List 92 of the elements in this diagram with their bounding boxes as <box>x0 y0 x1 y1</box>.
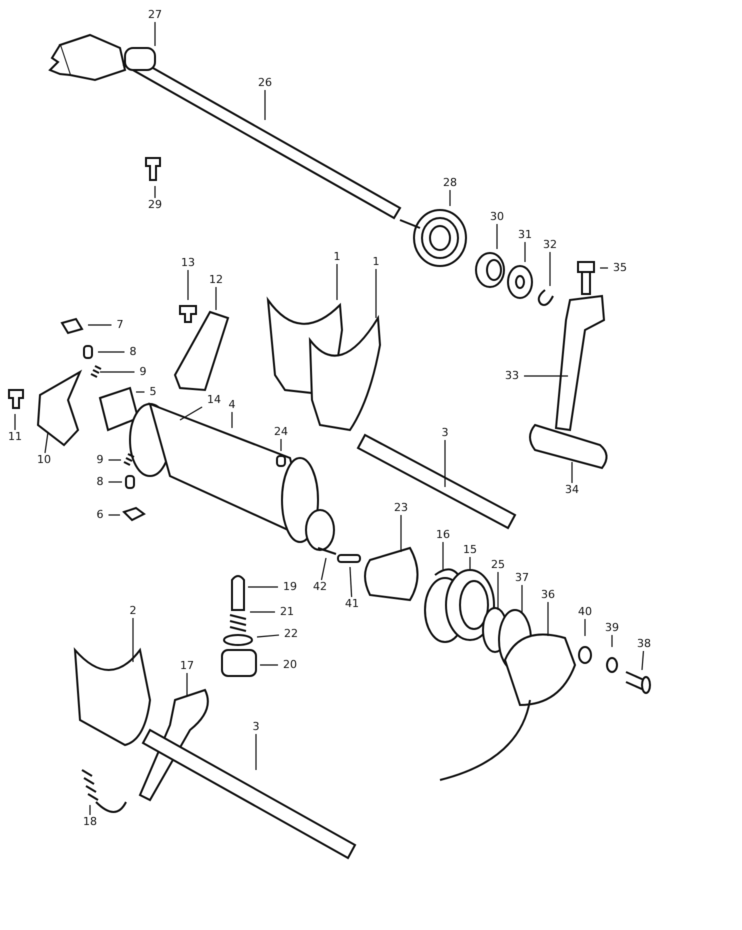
callout-number: 22 <box>284 628 298 640</box>
leader-line <box>524 375 568 377</box>
leader-line <box>549 252 551 286</box>
callout-number: 3 <box>442 427 448 439</box>
callout-number: 37 <box>515 572 529 584</box>
leader-line <box>215 287 217 310</box>
callout-number: 11 <box>8 431 22 443</box>
callout-number: 31 <box>518 229 532 241</box>
callout-number: 40 <box>578 606 592 618</box>
leader-line <box>497 572 499 610</box>
leader-line <box>496 224 498 249</box>
callout-number: 8 <box>96 476 104 488</box>
callout-number: 21 <box>280 606 294 618</box>
callout-number: 26 <box>258 77 272 89</box>
leader-line <box>444 440 446 487</box>
callout-number: 17 <box>180 660 194 672</box>
leader-line <box>154 186 156 198</box>
callout-number: 19 <box>283 581 297 593</box>
callout-number: 12 <box>209 274 223 286</box>
leader-line <box>100 371 134 373</box>
callout-number: 6 <box>96 509 104 521</box>
callout-number: 3 <box>252 721 260 733</box>
callout-number: 20 <box>283 659 297 671</box>
callout-number: 24 <box>274 426 288 438</box>
leader-line <box>375 269 377 318</box>
callout-number: 4 <box>228 399 236 411</box>
callout-number: 36 <box>541 589 555 601</box>
leader-line <box>521 585 523 612</box>
callout-number: 7 <box>116 319 124 331</box>
callout-number: 15 <box>463 544 477 556</box>
leader-line <box>349 566 352 598</box>
callout-number: 9 <box>96 454 104 466</box>
leader-line <box>186 673 188 696</box>
callout-number: 35 <box>613 262 627 274</box>
leader-line <box>108 481 122 483</box>
callout-number: 1 <box>372 256 380 268</box>
leader-line <box>256 634 280 638</box>
leader-line <box>14 414 16 430</box>
callout-number: 10 <box>37 454 51 466</box>
leader-line <box>248 586 278 588</box>
leader-line <box>584 619 586 636</box>
leader-line <box>336 264 338 300</box>
leader-line <box>571 462 573 483</box>
leader-line <box>442 542 444 570</box>
leader-line <box>320 558 327 580</box>
leader-line <box>611 635 613 647</box>
leader-line <box>250 611 275 613</box>
leader-line <box>180 406 202 421</box>
callout-number: 41 <box>345 598 359 610</box>
callout-number: 1 <box>334 251 340 263</box>
callout-number: 13 <box>181 257 195 269</box>
callout-number: 42 <box>313 581 327 593</box>
callout-number: 23 <box>394 502 408 514</box>
leader-line <box>641 650 644 670</box>
leader-line <box>264 90 266 120</box>
leader-line <box>44 432 49 454</box>
leader-line <box>187 270 189 300</box>
leader-line <box>132 618 134 662</box>
callout-number: 16 <box>436 529 450 541</box>
leader-line <box>108 514 120 516</box>
callout-number: 5 <box>150 386 156 398</box>
leader-line <box>260 664 278 666</box>
callout-number: 27 <box>148 9 162 21</box>
callout-number: 39 <box>605 622 619 634</box>
callout-number: 28 <box>443 177 457 189</box>
callout-number: 32 <box>543 239 557 251</box>
callout-number: 34 <box>565 484 579 496</box>
leader-line <box>154 22 156 46</box>
leader-line <box>547 602 549 636</box>
leader-line <box>255 734 257 770</box>
leader-line <box>136 391 144 393</box>
leader-line <box>600 267 608 269</box>
callout-number: 38 <box>637 638 651 650</box>
callout-number: 29 <box>148 199 162 211</box>
leader-line <box>108 459 121 461</box>
leader-line <box>524 242 526 262</box>
leader-line <box>88 324 112 326</box>
leader-line <box>98 351 124 353</box>
callout-number: 14 <box>207 394 221 406</box>
callout-number: 18 <box>83 816 97 828</box>
callout-number: 33 <box>505 370 519 382</box>
leader-line <box>231 412 233 428</box>
callout-number: 2 <box>130 605 136 617</box>
leader-line <box>280 439 282 451</box>
callout-number: 8 <box>130 346 136 358</box>
leader-line <box>449 190 451 206</box>
callout-number: 9 <box>140 366 146 378</box>
callout-number: 25 <box>491 559 505 571</box>
callout-number: 30 <box>490 211 504 223</box>
leader-line <box>89 805 91 815</box>
leader-line <box>400 515 402 552</box>
leader-line <box>469 557 471 570</box>
